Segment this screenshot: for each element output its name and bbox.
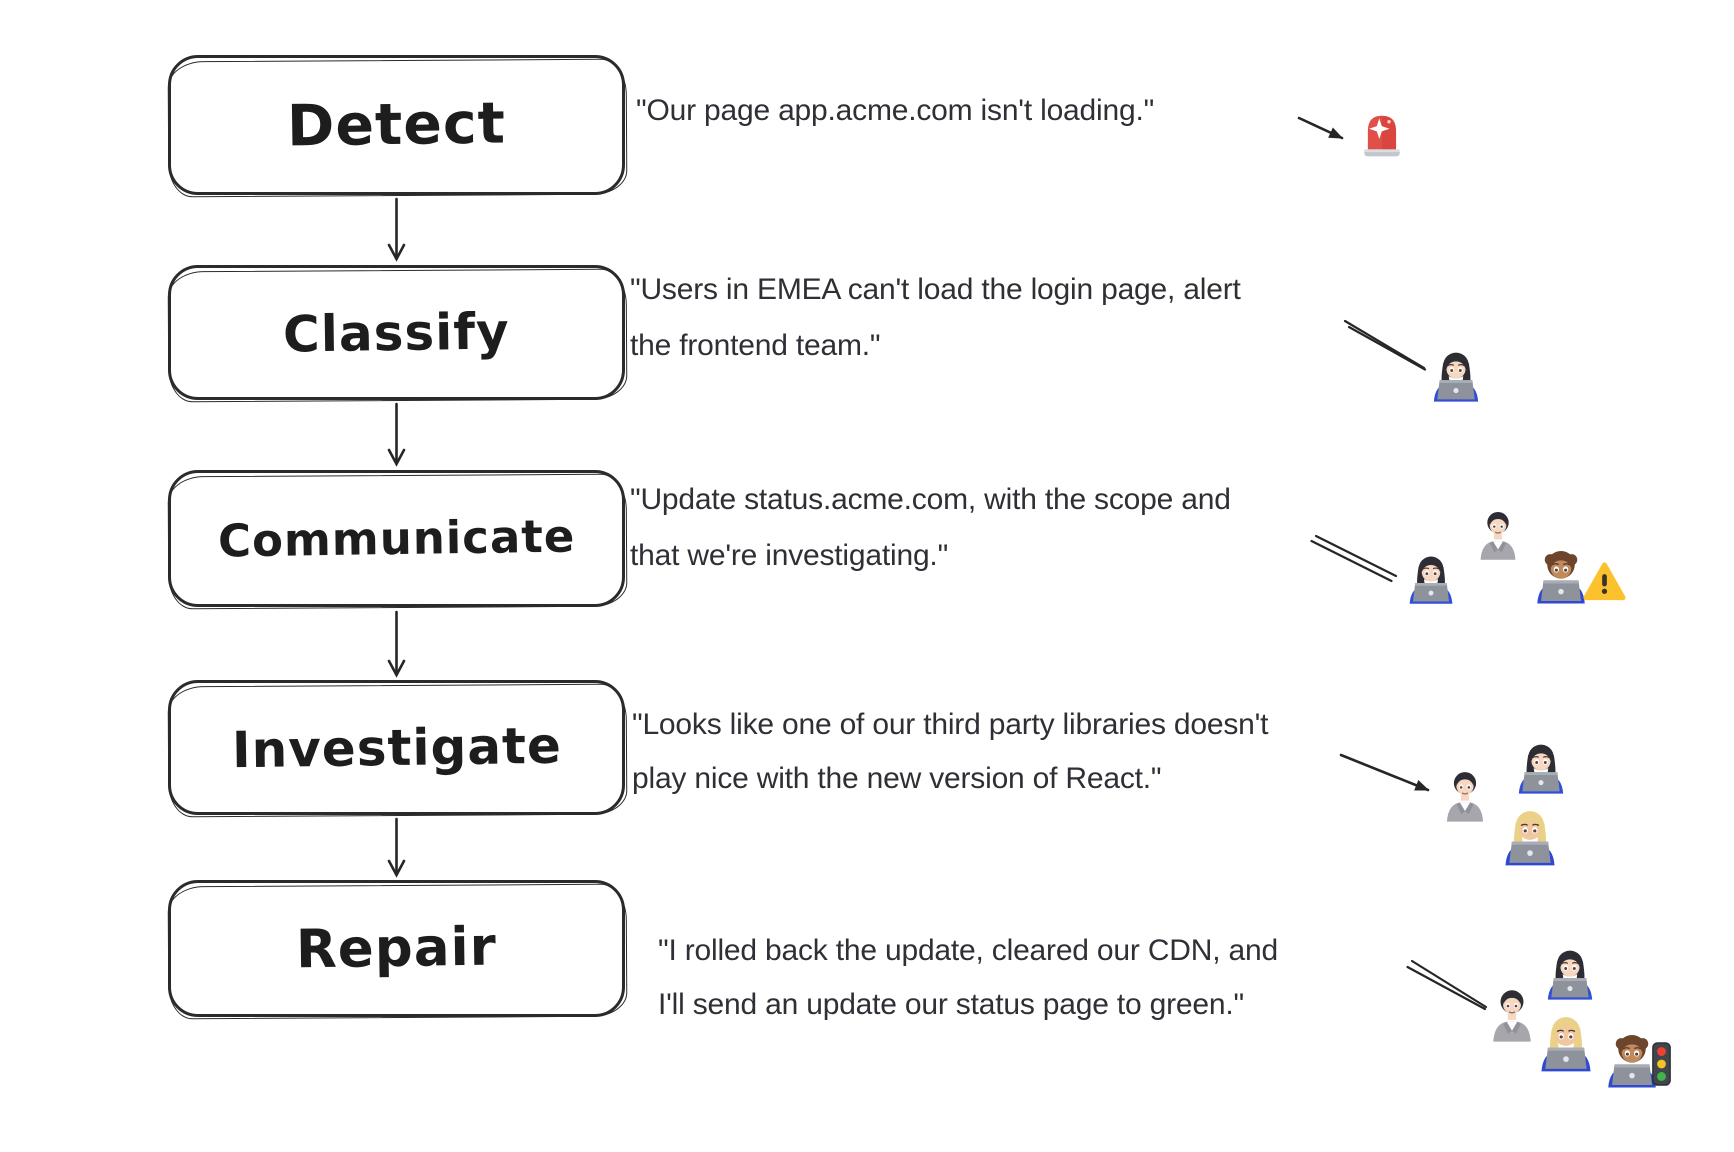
- connector-detect: [1297, 116, 1344, 140]
- quote-line: I'll send an update our status page to g…: [658, 988, 1244, 1021]
- quote-line: play nice with the new version of React.…: [632, 762, 1162, 795]
- step-label-classify: Classify: [282, 301, 511, 364]
- woman-technologist-emoji: [1428, 348, 1484, 404]
- step-label-repair: Repair: [295, 916, 498, 981]
- quote-repair: "I rolled back the update, cleared our C…: [658, 924, 1278, 1032]
- office-worker-emoji: [1471, 508, 1525, 562]
- quote-communicate: "Update status.acme.com, with the scope …: [630, 472, 1231, 584]
- woman-technologist-emoji: [1499, 806, 1561, 868]
- quote-detect: "Our page app.acme.com isn't loading.": [636, 88, 1154, 134]
- quote-investigate: "Looks like one of our third party libra…: [632, 698, 1269, 806]
- flow-arrow-investigate-repair: [387, 817, 406, 878]
- technologist-emoji: [1602, 1030, 1662, 1090]
- connector-communicate: [1310, 534, 1398, 583]
- flow-arrow-classify-communicate: [387, 402, 406, 467]
- step-label-detect: Detect: [286, 90, 507, 160]
- quote-line: that we're investigating.": [630, 539, 949, 572]
- connector-investigate: [1339, 753, 1430, 792]
- woman-technologist-emoji: [1542, 946, 1598, 1002]
- quote-line: "Looks like one of our third party libra…: [632, 708, 1269, 741]
- quote-line: "Users in EMEA can't load the login page…: [630, 273, 1241, 306]
- connector-repair: [1406, 959, 1488, 1011]
- step-label-investigate: Investigate: [231, 716, 562, 779]
- woman-technologist-emoji: [1535, 1012, 1597, 1074]
- step-box-repair: Repair: [168, 880, 625, 1017]
- flow-arrow-detect-classify: [387, 197, 406, 262]
- step-label-communicate: Communicate: [217, 509, 576, 568]
- quote-classify: "Users in EMEA can't load the login page…: [630, 262, 1241, 374]
- rotating-light-emoji: [1356, 106, 1408, 158]
- step-box-investigate: Investigate: [168, 680, 625, 815]
- step-box-classify: Classify: [168, 265, 625, 400]
- traffic-light-emoji: [1650, 1040, 1673, 1088]
- flow-arrow-communicate-investigate: [387, 610, 406, 678]
- step-box-detect: Detect: [168, 55, 625, 195]
- step-box-communicate: Communicate: [168, 470, 625, 607]
- warning-sign-emoji: [1581, 559, 1628, 606]
- quote-line: "Our page app.acme.com isn't loading.": [636, 94, 1155, 127]
- woman-technologist-emoji: [1513, 740, 1569, 796]
- quote-line: "Update status.acme.com, with the scope …: [630, 483, 1231, 516]
- quote-line: the frontend team.": [630, 329, 881, 362]
- technologist-emoji: [1531, 546, 1591, 606]
- office-worker-emoji: [1437, 768, 1493, 824]
- quote-line: "I rolled back the update, cleared our C…: [658, 934, 1278, 967]
- office-worker-emoji: [1483, 986, 1541, 1044]
- connector-classify: [1343, 319, 1427, 371]
- woman-technologist-emoji: [1404, 552, 1458, 606]
